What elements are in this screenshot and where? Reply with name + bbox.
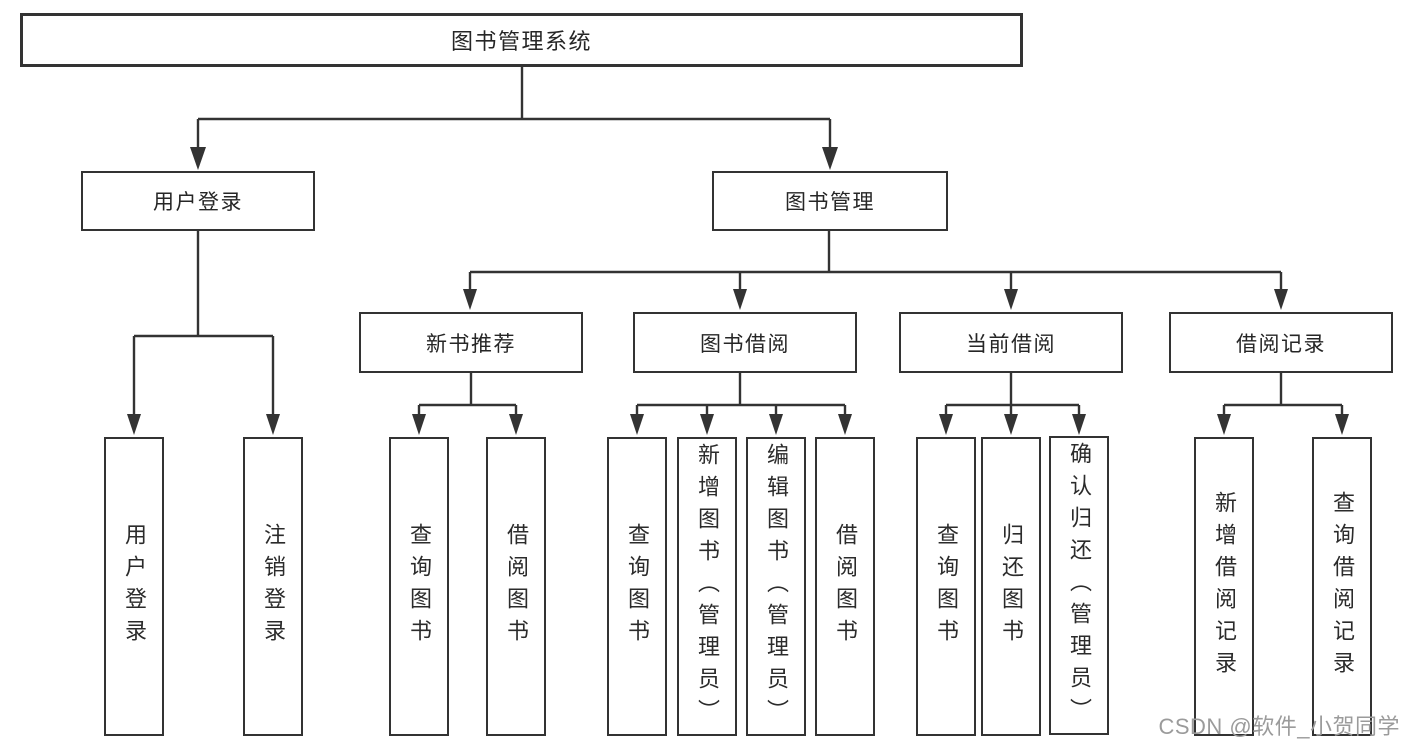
leaf-logout: 注销登录 bbox=[243, 437, 303, 736]
leaf-newbook-query-books: 查询图书 bbox=[389, 437, 449, 736]
leaf-borrow-query-books: 查询图书 bbox=[607, 437, 667, 736]
leaf-borrow-borrow-books: 借阅图书 bbox=[815, 437, 875, 736]
leaf-borrow-add-books-admin: 新增图书（管理员） bbox=[677, 437, 737, 736]
connector-book-borrow-children bbox=[630, 373, 852, 435]
leaf-label: 查询图书 bbox=[625, 522, 650, 651]
leaf-label: 查询图书 bbox=[934, 522, 959, 651]
connector-new-book-children bbox=[412, 373, 523, 435]
node-book-management: 图书管理 bbox=[712, 171, 948, 231]
leaf-label: 确认归还（管理员） bbox=[1067, 441, 1092, 730]
leaf-user-login: 用户登录 bbox=[104, 437, 164, 736]
leaf-label: 注销登录 bbox=[261, 522, 286, 651]
leaf-label: 编辑图书（管理员） bbox=[764, 442, 789, 731]
leaf-label: 归还图书 bbox=[999, 522, 1024, 651]
leaf-label: 借阅图书 bbox=[833, 522, 858, 651]
leaf-records-query-record: 查询借阅记录 bbox=[1312, 437, 1372, 736]
connector-records-children bbox=[1217, 373, 1349, 435]
node-book-borrow: 图书借阅 bbox=[633, 312, 857, 373]
leaf-current-return-books: 归还图书 bbox=[981, 437, 1041, 736]
leaf-newbook-borrow-books: 借阅图书 bbox=[486, 437, 546, 736]
connector-user-login-children bbox=[127, 231, 280, 435]
leaf-label: 查询借阅记录 bbox=[1330, 490, 1355, 683]
node-borrow-records: 借阅记录 bbox=[1169, 312, 1393, 373]
leaf-label: 新增图书（管理员） bbox=[695, 442, 720, 731]
leaf-records-add-record: 新增借阅记录 bbox=[1194, 437, 1254, 736]
leaf-label: 用户登录 bbox=[122, 522, 147, 651]
leaf-current-confirm-return-admin: 确认归还（管理员） bbox=[1049, 436, 1109, 735]
node-current-borrow: 当前借阅 bbox=[899, 312, 1123, 373]
leaf-label: 查询图书 bbox=[407, 522, 432, 651]
node-user-login: 用户登录 bbox=[81, 171, 315, 231]
leaf-label: 新增借阅记录 bbox=[1212, 490, 1237, 683]
leaf-current-query-books: 查询图书 bbox=[916, 437, 976, 736]
node-new-book-recommend: 新书推荐 bbox=[359, 312, 583, 373]
leaf-label: 借阅图书 bbox=[504, 522, 529, 651]
node-library-system: 图书管理系统 bbox=[20, 13, 1023, 67]
connector-root-to-level2 bbox=[190, 67, 838, 170]
connector-current-borrow-children bbox=[939, 373, 1086, 435]
connector-book-mgmt-to-level3 bbox=[463, 231, 1288, 310]
csdn-watermark: CSDN @软件_小贺同学 bbox=[1158, 714, 1400, 739]
leaf-borrow-edit-books-admin: 编辑图书（管理员） bbox=[746, 437, 806, 736]
